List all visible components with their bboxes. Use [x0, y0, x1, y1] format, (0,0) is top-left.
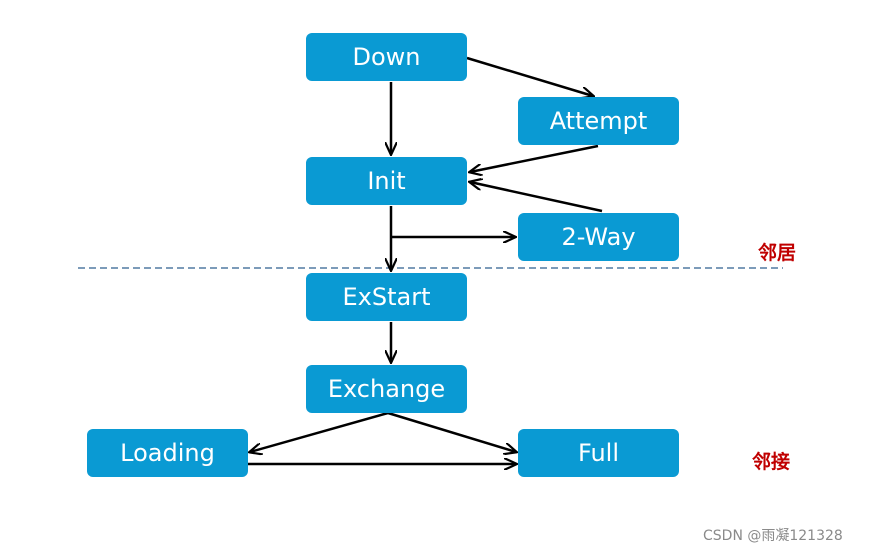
- arrow-exchange-to-loading: [250, 411, 389, 452]
- state-attempt: Attempt: [518, 97, 679, 145]
- arrow-exchange-to-full: [387, 411, 516, 452]
- state-loading: Loading: [87, 429, 248, 477]
- watermark-text: CSDN @雨凝121328: [703, 528, 843, 544]
- arrow-attempt-to-init: [470, 144, 599, 172]
- arrow-two-way-to-init: [470, 182, 603, 213]
- state-exchange: Exchange: [306, 365, 467, 413]
- state-init: Init: [306, 157, 467, 205]
- arrow-down-to-attempt: [466, 56, 593, 96]
- adjacency-label: 邻接: [752, 451, 791, 473]
- state-full: Full: [518, 429, 679, 477]
- neighbor-label: 邻居: [758, 242, 797, 264]
- state-two-way: 2-Way: [518, 213, 679, 261]
- state-down: Down: [306, 33, 467, 81]
- state-exstart: ExStart: [306, 273, 467, 321]
